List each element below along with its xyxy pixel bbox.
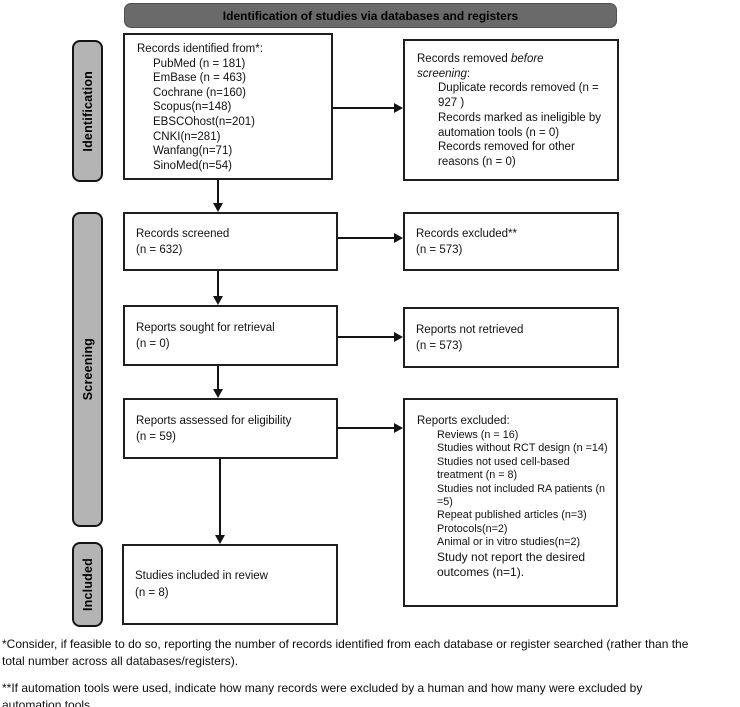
records-screened-line1: Records screened	[136, 227, 230, 240]
reports-excluded-item: Animal or in vitro studies(n=2)	[437, 536, 581, 549]
arrow-assessed-to-reports-excluded	[338, 423, 403, 433]
records-identified-title: Records identified from*:	[137, 43, 263, 55]
arrow-line	[217, 180, 219, 204]
reports-not-retrieved-line1: Reports not retrieved	[416, 323, 524, 336]
reports-assessed-line1: Reports assessed for eligibility	[136, 414, 292, 427]
reports-excluded-item: Studies not used cell-based treatment (n…	[437, 455, 570, 482]
box-records-excluded: Records excluded** (n = 573)	[403, 212, 619, 271]
box-reports-not-retrieved: Reports not retrieved (n = 573)	[403, 307, 619, 368]
arrow-head-right-icon	[394, 103, 403, 113]
reports-excluded-item: Studies not included RA patients (n =5)	[437, 482, 606, 509]
box-records-screened: Records screened (n = 632)	[123, 212, 338, 271]
records-identified-item: Wanfang(n=71)	[153, 145, 233, 158]
arrow-head-right-icon	[394, 423, 403, 433]
records-removed-title-line2: screening:	[417, 67, 610, 82]
box-records-identified: Records identified from*: PubMed (n = 18…	[123, 33, 333, 180]
records-identified-item: EmBase (n = 463)	[153, 72, 247, 85]
records-identified-item: CNKI(n=281)	[153, 130, 221, 143]
stage-label-screening: Screening	[72, 212, 103, 527]
records-removed-item: Records removed for other reasons (n = 0…	[438, 141, 575, 168]
footnote-automation-line2: automation tools.	[2, 697, 94, 707]
reports-excluded-item: Repeat published articles (n=3)	[437, 509, 587, 522]
banner-databases-registers: Identification of studies via databases …	[124, 3, 617, 28]
arrow-line	[217, 271, 219, 297]
box-records-removed: Records removed before screening: Duplic…	[403, 39, 619, 181]
records-removed-item: Duplicate records removed (n = 927 )	[438, 82, 599, 110]
records-excluded-line1: Records excluded**	[416, 227, 518, 240]
arrow-screened-to-sought	[213, 271, 223, 305]
records-identified-item: Scopus(n=148)	[153, 101, 232, 114]
arrow-head-down-icon	[213, 203, 223, 212]
records-identified-item: Cochrane (n=160)	[153, 86, 247, 99]
reports-excluded-item: Studies without RCT design (n =14)	[437, 442, 608, 455]
arrow-line	[338, 427, 395, 429]
records-removed-title-colon: :	[466, 67, 471, 80]
arrow-assessed-to-included	[215, 459, 225, 544]
arrow-line	[333, 107, 395, 109]
reports-excluded-item: Reviews (n = 16)	[437, 429, 519, 441]
footnote-automation-line1: **If automation tools were used, indicat…	[2, 681, 643, 695]
arrow-line	[338, 336, 395, 338]
studies-included-count: (n = 8)	[135, 586, 169, 599]
records-removed-title-italic: before	[510, 53, 544, 65]
records-identified-item: SinoMed(n=54)	[153, 159, 232, 172]
box-reports-excluded: Reports excluded: Reviews (n = 16) Studi…	[403, 398, 618, 607]
box-studies-included: Studies included in review (n = 8)	[122, 544, 338, 625]
records-removed-title-plain: Records removed	[417, 53, 511, 65]
footnote-databases: *Consider, if feasible to do so, reporti…	[2, 636, 738, 669]
arrow-identified-to-screened	[213, 180, 223, 212]
reports-excluded-item: Study not report the desired outcomes (n…	[437, 549, 586, 580]
stage-label-identification-text: Identification	[80, 70, 95, 152]
banner-label: Identification of studies via databases …	[222, 8, 519, 23]
reports-sought-count: (n = 0)	[136, 337, 170, 350]
stage-label-included: Included	[72, 542, 103, 627]
reports-assessed-count: (n = 59)	[136, 430, 176, 443]
records-excluded-count: (n = 573)	[416, 243, 463, 256]
stage-label-screening-text: Screening	[80, 338, 95, 401]
arrow-head-right-icon	[394, 332, 403, 342]
records-removed-title-italic2: screening	[417, 67, 467, 80]
stage-label-identification: Identification	[72, 40, 103, 182]
studies-included-line1: Studies included in review	[135, 570, 268, 582]
arrow-head-down-icon	[213, 296, 223, 305]
footnote-automation: **If automation tools were used, indicat…	[2, 680, 738, 707]
box-reports-sought: Reports sought for retrieval (n = 0)	[123, 305, 338, 366]
arrow-line	[219, 459, 221, 536]
footnote-databases-line2: total number across all databases/regist…	[2, 653, 239, 668]
arrow-line	[217, 366, 219, 390]
records-screened-count: (n = 632)	[136, 243, 183, 256]
reports-excluded-title: Reports excluded:	[417, 415, 510, 427]
records-removed-item: Records marked as ineligible by automati…	[438, 111, 601, 139]
records-removed-title-line1: Records removed before	[417, 52, 610, 67]
box-reports-assessed: Reports assessed for eligibility (n = 59…	[123, 398, 338, 459]
arrow-sought-to-assessed	[213, 366, 223, 398]
records-identified-item: PubMed (n = 181)	[153, 57, 246, 70]
arrow-head-right-icon	[394, 233, 403, 243]
reports-sought-line1: Reports sought for retrieval	[136, 321, 275, 334]
reports-excluded-item: Protocols(n=2)	[437, 522, 508, 535]
arrow-line	[338, 237, 395, 239]
reports-not-retrieved-count: (n = 573)	[416, 339, 463, 352]
arrow-head-down-icon	[215, 535, 225, 544]
footnote-databases-line1: *Consider, if feasible to do so, reporti…	[2, 637, 689, 651]
arrow-sought-to-not-retrieved	[338, 332, 403, 342]
stage-label-included-text: Included	[80, 558, 95, 611]
arrow-head-down-icon	[213, 389, 223, 398]
records-identified-item: EBSCOhost(n=201)	[153, 115, 255, 128]
arrow-identified-to-removed	[333, 103, 403, 113]
arrow-screened-to-excluded	[338, 233, 403, 243]
